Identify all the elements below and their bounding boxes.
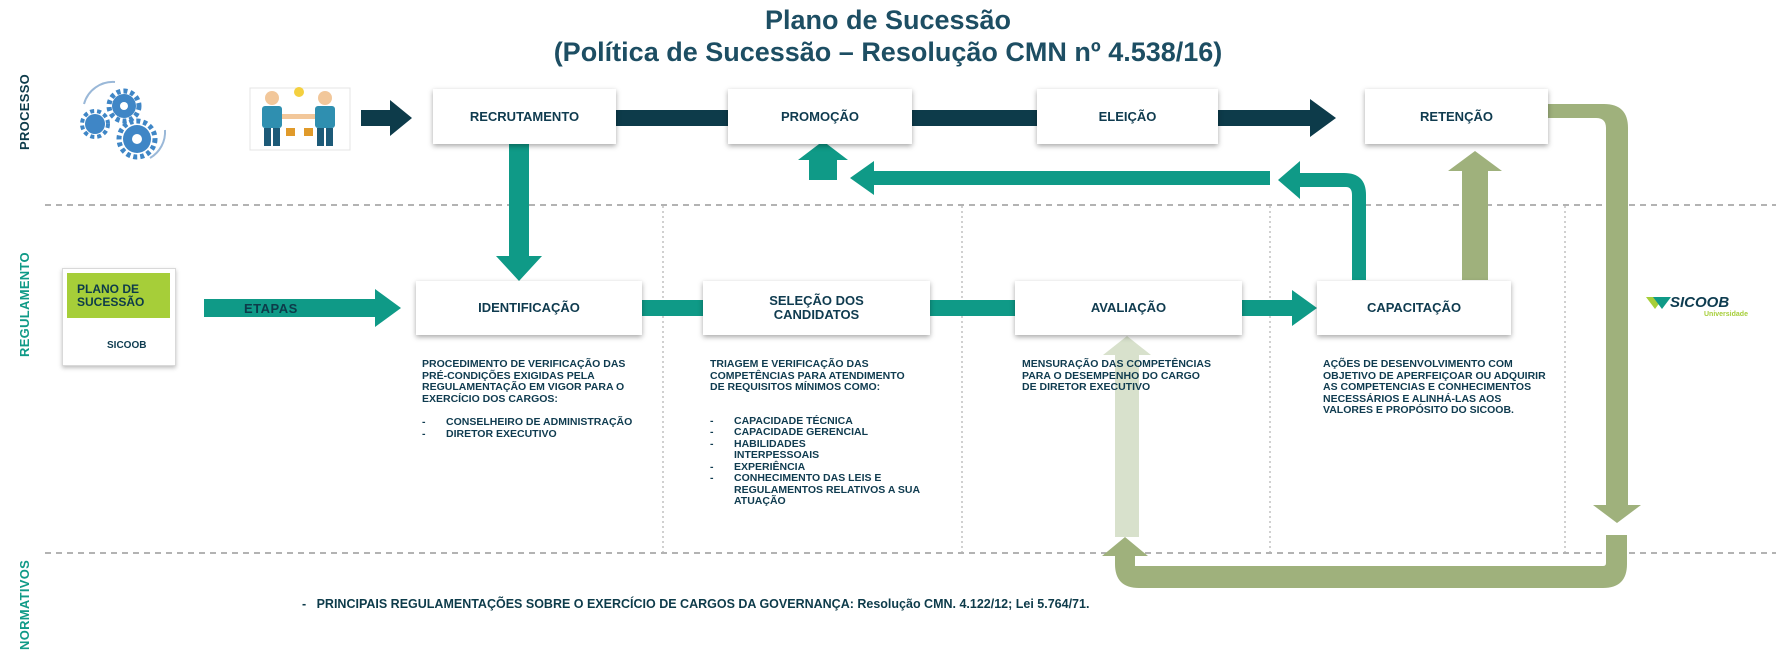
desc-selecao-text: TRIAGEM E VERIFICAÇÃO DAS COMPETÊNCIAS P… [710, 358, 905, 393]
desc-selecao-item: CONHECIMENTO DAS LEIS E REGULAMENTOS REL… [710, 472, 959, 508]
badge-sicoob-logo: SICOOB [107, 340, 147, 351]
stage-box-selecao: SELEÇÃO DOS CANDIDATOS [703, 281, 930, 335]
desc-identificacao-text: PROCEDIMENTO DE VERIFICAÇÃO DAS PRÉ-COND… [422, 358, 626, 405]
desc-identificacao-item: DIRETOR EXECUTIVO [422, 428, 640, 441]
badge-line-2: SUCESSÃO [77, 294, 145, 309]
badge-green-panel: PLANO DE SUCESSÃO [67, 273, 170, 318]
title-line-1: Plano de Sucessão [764, 5, 1012, 35]
process-box-eleicao: ELEIÇÃO [1037, 89, 1218, 144]
arrow-feedback-loop [1102, 535, 1627, 588]
arrow-to-promocao-left [850, 161, 1270, 195]
arrow-retencao-down [1548, 104, 1641, 523]
gears-icon [80, 80, 167, 160]
stage-box-avaliacao: AVALIAÇÃO [1015, 281, 1242, 335]
arrow-recrutamento-identificacao [496, 144, 542, 281]
arrow-eleicao-retencao [1218, 99, 1336, 137]
normativos-text: - PRINCIPAIS REGULAMENTAÇÕES SOBRE O EXE… [302, 597, 1090, 611]
stage-box-identificacao: IDENTIFICAÇÃO [416, 281, 642, 335]
plano-sucessao-badge: PLANO DE SUCESSÃO SICOOB [62, 268, 176, 366]
arrow-identificacao-selecao [642, 300, 703, 316]
process-box-recrutamento: RECRUTAMENTO [433, 89, 616, 144]
arrow-promocao-eleicao [912, 110, 1037, 126]
arrow-selecao-avaliacao [930, 300, 1015, 316]
desc-avaliacao-text: MENSURAÇÃO DAS COMPETÊNCIAS PARA O DESEM… [1022, 358, 1212, 393]
desc-selecao-item: EXPERIÊNCIA [710, 461, 960, 474]
desc-selecao-item: CAPACIDADE GERENCIAL [710, 426, 960, 439]
process-box-promocao: PROMOÇÃO [728, 89, 912, 144]
stage-box-capacitacao: CAPACITAÇÃO [1317, 281, 1511, 335]
badge-line-1: PLANO DE [77, 281, 140, 296]
arrow-to-recrutamento [361, 100, 412, 136]
desc-avaliacao: MENSURAÇÃO DAS COMPETÊNCIAS PARA O DESEM… [1022, 358, 1217, 394]
etapas-label: ETAPAS [244, 301, 298, 316]
arrow-up-avaliacao [1103, 336, 1151, 537]
arrow-etapas [204, 289, 401, 327]
sicoob-universidade-logo-mark [1646, 297, 1671, 309]
desc-capacitacao: AÇÕES DE DESENVOLVIMENTO COM OBJETIVO DE… [1323, 358, 1553, 417]
desc-identificacao-item: CONSELHEIRO DE ADMINISTRAÇÃO [422, 416, 640, 429]
desc-capacitacao-text: AÇÕES DE DESENVOLVIMENTO COM OBJETIVO DE… [1323, 358, 1546, 416]
desc-selecao-item: CAPACIDADE TÉCNICA [710, 415, 960, 428]
people-handshake-icon [249, 87, 351, 151]
arrow-capacitacao-retencao [1448, 151, 1502, 280]
arrow-avaliacao-capacitacao [1242, 290, 1317, 326]
arrow-up-promocao [798, 141, 848, 180]
process-box-retencao: RETENÇÃO [1365, 89, 1548, 144]
desc-selecao-item: HABILIDADES INTERPESSOAIS [710, 438, 864, 462]
sicoob-universidade-subtext: Universidade [1704, 311, 1748, 318]
desc-selecao: TRIAGEM E VERIFICAÇÃO DAS COMPETÊNCIAS P… [710, 358, 960, 508]
arrow-capacitacao-up [1278, 161, 1366, 280]
title-line-2: (Política de Sucessão – Resolução CMN nº… [553, 37, 1223, 67]
desc-identificacao: PROCEDIMENTO DE VERIFICAÇÃO DAS PRÉ-COND… [422, 358, 640, 441]
arrow-recrutamento-promocao [616, 110, 728, 126]
sicoob-universidade-logo: SICOOB [1670, 294, 1730, 311]
